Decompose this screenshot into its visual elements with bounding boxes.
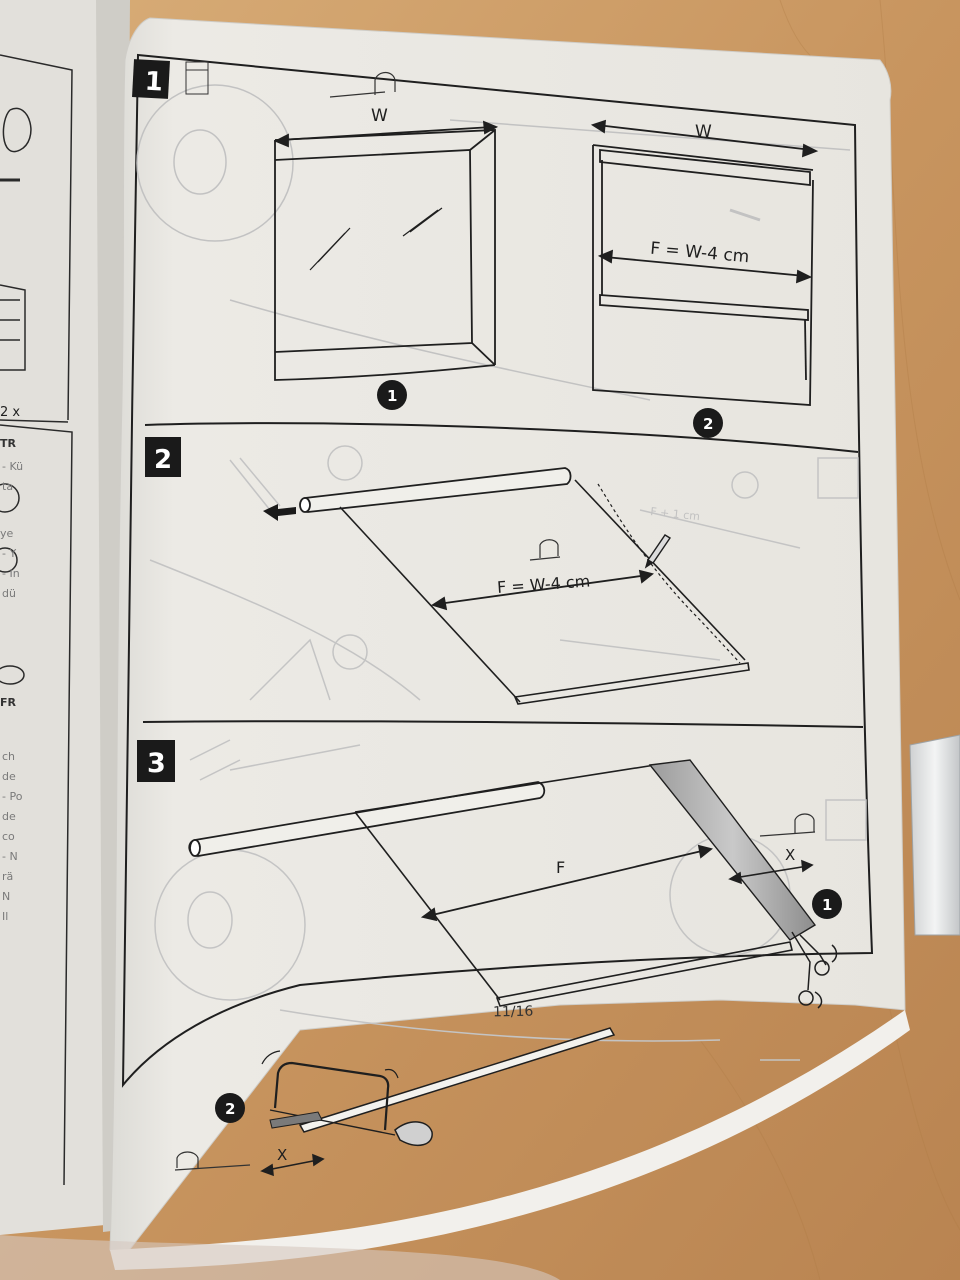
substep-2-number: 2 — [703, 415, 713, 433]
width-dimension-line-2 — [590, 119, 819, 158]
svg-text:- Y: - Y — [2, 547, 16, 560]
strip-x-label: X — [785, 846, 795, 864]
instruction-frame — [121, 53, 874, 1088]
svg-text:FR: FR — [0, 696, 17, 709]
blind-fabric-sheet — [339, 479, 750, 705]
step-2-faded-label: F + 1 cm — [650, 505, 701, 523]
roller-tube-step-3 — [188, 781, 546, 857]
width-label-1: W — [371, 106, 388, 126]
svg-text:Il: Il — [2, 910, 8, 923]
bottom-rail — [298, 1027, 616, 1133]
fabric-width-dimension-line — [597, 249, 813, 284]
roller-tube — [299, 467, 572, 513]
tape-measure-icon-3 — [759, 813, 816, 837]
width-dimension-line-1 — [273, 120, 499, 148]
tape-measure-icon-2 — [529, 539, 561, 561]
hacksaw-handle — [394, 1121, 433, 1147]
svg-text:- In: - In — [2, 567, 20, 580]
metal-rail — [909, 734, 960, 936]
cut-width-dimension-line — [430, 569, 654, 611]
substep-2-badge — [693, 408, 723, 438]
strip-x-dimension-line — [728, 859, 814, 885]
step-3: 3 F — [137, 739, 867, 1177]
step-1-badge — [132, 59, 170, 99]
blind-fabric-sheet-step-3 — [354, 764, 793, 1007]
left-page — [0, 0, 105, 1235]
pull-arrow-icon — [263, 504, 296, 521]
page-bottom-edge — [110, 1010, 910, 1270]
step-divider-1-2 — [144, 422, 859, 453]
cut-off-piece — [269, 1111, 323, 1129]
step-3-badge — [137, 740, 175, 782]
svg-text:TR: TR — [0, 437, 17, 450]
left-page-faded-text: TR - Kü ta ye - Y - In dü FR ch de - Po … — [0, 437, 23, 923]
page-curl-shadow — [0, 1235, 560, 1280]
hacksaw-icon — [261, 1050, 399, 1136]
substep-1-number-step-3: 1 — [822, 896, 832, 914]
step-1-number: 1 — [144, 67, 164, 98]
svg-text:- Po: - Po — [2, 790, 23, 803]
left-page-count-label: 2 x — [0, 405, 20, 420]
instruction-page — [109, 17, 906, 1263]
svg-text:de: de — [2, 770, 16, 783]
svg-text:ye: ye — [0, 527, 14, 540]
cut-strip — [648, 759, 817, 941]
fabric-length-label: F — [556, 858, 565, 877]
svg-text:ta: ta — [2, 480, 13, 493]
step-2-faded-background — [149, 445, 859, 701]
pencil-icon — [644, 534, 671, 569]
step-2-badge — [145, 437, 181, 477]
svg-text:ch: ch — [2, 750, 15, 763]
tape-measure-icon-4 — [174, 1151, 251, 1171]
step-2-number: 2 — [154, 445, 172, 475]
svg-text:rä: rä — [2, 870, 13, 883]
svg-text:- N: - N — [2, 850, 18, 863]
svg-text:co: co — [2, 830, 15, 843]
trim-width-dimension-line — [420, 844, 713, 922]
substep-1-badge-step-3 — [812, 889, 842, 919]
small-window-icon — [185, 61, 209, 95]
saw-x-dimension-line — [260, 1153, 325, 1177]
page-number: 11/16 — [492, 1003, 534, 1021]
substep-2-number-step-3: 2 — [225, 1100, 235, 1118]
step-2: 2 F + 1 cm — [145, 437, 859, 705]
svg-text:dü: dü — [2, 587, 16, 600]
blind-on-window-illustration — [592, 144, 814, 406]
substep-2-badge-step-3 — [215, 1093, 245, 1123]
step-divider-2-3 — [142, 720, 864, 728]
step-3-number: 3 — [147, 748, 166, 779]
saw-x-label: X — [277, 1146, 287, 1164]
left-page-content — [0, 54, 73, 1186]
substep-1-badge — [377, 380, 407, 410]
scissors-icon — [791, 931, 838, 1009]
substep-1-number: 1 — [387, 387, 397, 405]
svg-text:de: de — [2, 810, 16, 823]
svg-text:- Kü: - Kü — [2, 460, 23, 473]
svg-text:N: N — [2, 890, 10, 903]
width-label-2: W — [695, 122, 712, 142]
window-illustration — [274, 129, 496, 381]
tape-measure-icon — [329, 71, 396, 98]
